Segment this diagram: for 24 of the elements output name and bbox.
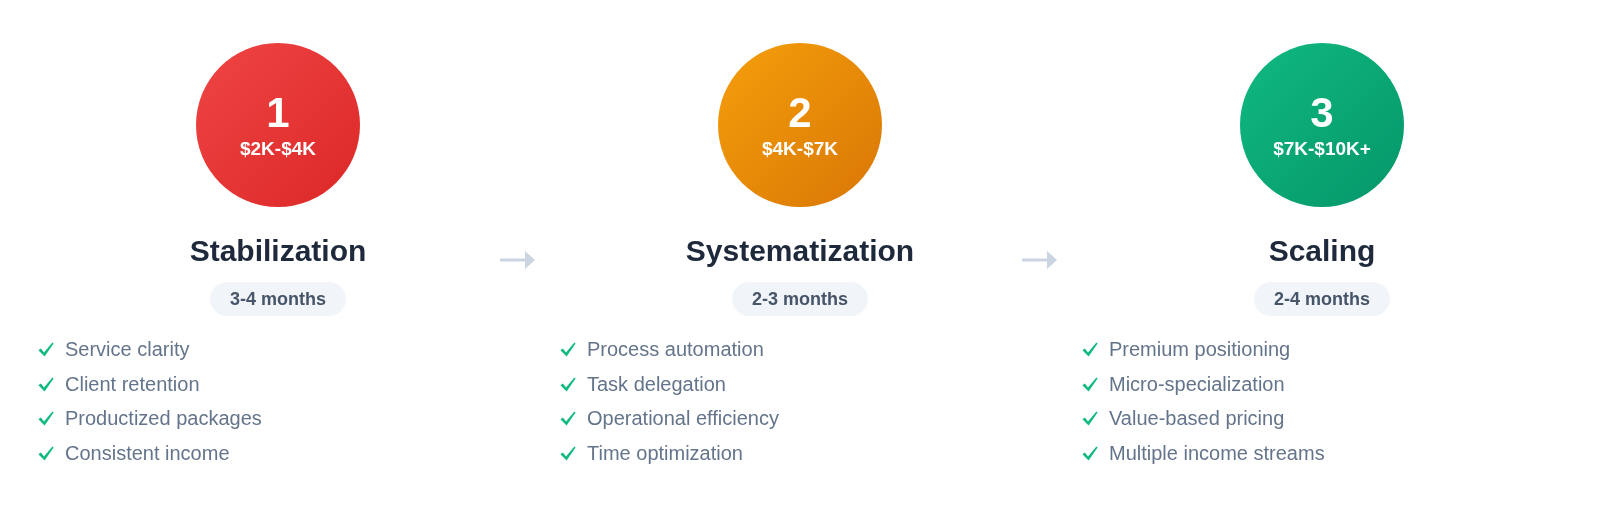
- stage-title: Systematization: [685, 233, 915, 269]
- checklist-item: Micro-specialization: [1109, 372, 1285, 397]
- checklist-item: Service clarity: [65, 337, 190, 362]
- stage-number: 3: [1310, 90, 1334, 135]
- checklist-item: Value-based pricing: [1109, 406, 1285, 431]
- duration-pill: 3-4 months: [210, 282, 346, 316]
- duration-pill: 2-4 months: [1254, 282, 1390, 316]
- stage-title: Stabilization: [189, 233, 367, 269]
- checklist-item: Client retention: [65, 372, 200, 397]
- duration-pill: 2-3 months: [732, 282, 868, 316]
- checklist-item: Multiple income streams: [1109, 441, 1325, 466]
- checklist-item: Productized packages: [65, 406, 262, 431]
- stage-title: Scaling: [1268, 233, 1376, 269]
- stage-number: 2: [788, 90, 812, 135]
- checklist-item: Process automation: [587, 337, 764, 362]
- price-range: $4K-$7K: [761, 137, 838, 160]
- checklist-item: Consistent income: [65, 441, 230, 466]
- price-range: $7K-$10K+: [1273, 137, 1371, 160]
- checklist-item: Time optimization: [587, 441, 743, 466]
- checklist-item: Operational efficiency: [587, 406, 779, 431]
- checklist-item: Task delegation: [587, 372, 726, 397]
- checklist-item: Premium positioning: [1109, 337, 1291, 362]
- price-range: $2K-$4K: [239, 137, 316, 160]
- stage-number: 1: [266, 90, 290, 135]
